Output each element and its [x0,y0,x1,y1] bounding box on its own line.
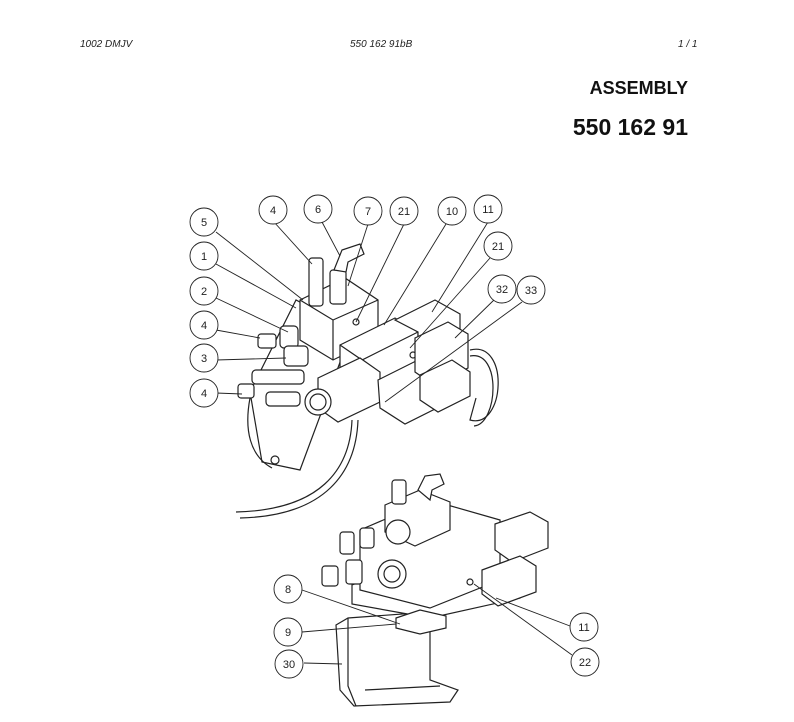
svg-text:7: 7 [365,206,371,218]
lower-valve-cap-1 [385,519,411,545]
svg-text:2: 2 [201,286,207,298]
callout-33: 33 [516,275,546,305]
lower-fitting-l1 [339,531,355,555]
svg-text:22: 22 [579,657,591,669]
assembly-number: 550 162 91 [572,114,688,140]
assembly-label: ASSEMBLY [589,78,688,98]
lower-fitting-elbow [417,473,445,502]
fitting-left-3 [283,345,309,367]
base-bracket-edge [347,618,357,707]
silencer-lower [265,391,301,407]
callout-10: 10 [437,196,467,226]
svg-text:21: 21 [398,206,410,218]
lower-fitting-l2 [359,527,375,549]
callout-30: 30 [274,649,304,679]
leader-lines [215,221,573,665]
lower-coil-top [494,511,549,563]
svg-text:21: 21 [492,241,504,253]
svg-text:10: 10 [446,206,458,218]
svg-text:4: 4 [270,205,276,217]
lower-valve-cap-2-inner [383,565,401,583]
bracket-hole [270,455,280,465]
manifold-edges [299,299,379,360]
lower-fitting-l4 [345,559,363,585]
fitting-elbow-body [329,269,347,305]
base-bracket-slot [364,685,441,691]
callout-6: 6 [303,194,333,224]
callout-22: 22 [570,647,600,677]
silencer-left [251,369,305,385]
callout-8: 8 [273,574,303,604]
lower-fitting-l3 [321,565,339,587]
callout-9: 9 [273,617,303,647]
header-part-revision: 550 162 91bB [350,39,413,50]
svg-text:6: 6 [315,204,321,216]
svg-text:8: 8 [285,584,291,596]
callout-5: 5 [189,207,219,237]
callout-32: 32 [487,274,517,304]
svg-text:11: 11 [578,622,589,634]
svg-text:11: 11 [482,204,493,216]
fitting-elbow [333,243,365,273]
callout-3: 3 [189,343,219,373]
fitting-left-4 [237,383,255,399]
svg-text:1: 1 [201,251,207,263]
svg-text:4: 4 [201,320,207,332]
svg-text:33: 33 [525,285,537,297]
header-page-count: 1 / 1 [678,39,698,50]
svg-text:32: 32 [496,284,508,296]
valve-cap-b-inner [309,393,327,411]
base-bracket [335,611,459,707]
tube-right-inner [469,355,494,427]
callout-11-top: 11 [473,194,503,224]
fitting-straight [308,257,324,307]
lower-coil-bottom [481,555,537,607]
lower-fitting-straight [391,479,407,505]
tube-lower-outer [239,419,359,519]
svg-text:30: 30 [283,659,295,671]
callout-1: 1 [189,241,219,271]
callout-4-left-lower: 4 [189,378,219,408]
callout-21-right: 21 [483,231,513,261]
callout-4-top: 4 [258,195,288,225]
svg-text:3: 3 [201,353,207,365]
svg-text:9: 9 [285,627,291,639]
tube-right [469,348,499,422]
callout-21-top: 21 [389,196,419,226]
tube-lower [235,419,353,513]
lower-valve-assembly [321,473,549,707]
fitting-left-1 [257,333,277,349]
header-doc-code: 1002 DMJV [80,39,133,50]
svg-text:5: 5 [201,217,207,229]
callout-7: 7 [353,196,383,226]
lower-port [466,578,474,586]
nut-fastener [395,609,447,635]
callout-2: 2 [189,276,219,306]
coil-box-d [419,359,471,413]
tube-left [247,397,273,469]
upper-valve-assembly [235,243,499,519]
callout-11-bottom: 11 [569,612,599,642]
svg-text:4: 4 [201,388,207,400]
callout-4-left-upper: 4 [189,310,219,340]
